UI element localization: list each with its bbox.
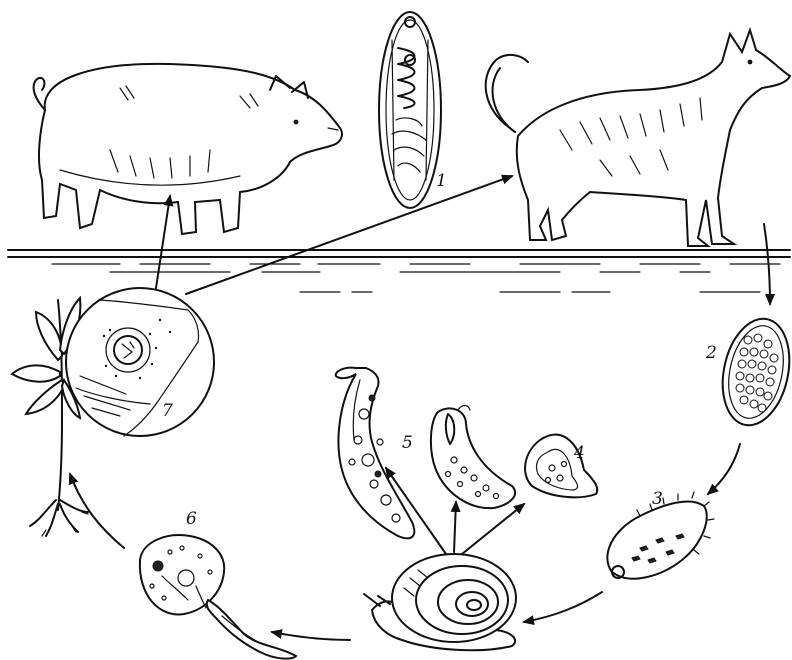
stage-label-3: 3 (652, 489, 663, 509)
adult-fluke-illustration (379, 12, 441, 208)
middle-larva-illustration (431, 406, 515, 509)
stage-label-5: 5 (402, 433, 413, 453)
redia-illustration (525, 435, 597, 498)
stage-label-4: 4 (573, 443, 585, 463)
stage-label-2: 2 (705, 343, 717, 363)
arrow-snail-to-redia (462, 504, 524, 554)
arrow-egg-to-miracidium (708, 444, 740, 494)
stage-label-7: 7 (162, 401, 173, 421)
stage-label-1: 1 (436, 171, 447, 191)
arrow-cercaria-to-plant (70, 474, 124, 548)
dog-illustration (486, 30, 790, 246)
metacercaria-cyst-magnifier (66, 288, 214, 436)
cercaria-illustration (140, 535, 296, 659)
pig-illustration (34, 64, 342, 234)
arrow-snail-to-cercaria (272, 632, 350, 640)
arrow-miracidium-to-snail (524, 592, 602, 622)
egg-illustration (713, 313, 792, 432)
snail-illustration (364, 554, 516, 650)
water-surface (8, 250, 790, 292)
arrow-snail-to-middle-larva (454, 502, 456, 552)
stage-label-6: 6 (186, 509, 197, 529)
arrow-cyst-to-pig (156, 196, 170, 288)
